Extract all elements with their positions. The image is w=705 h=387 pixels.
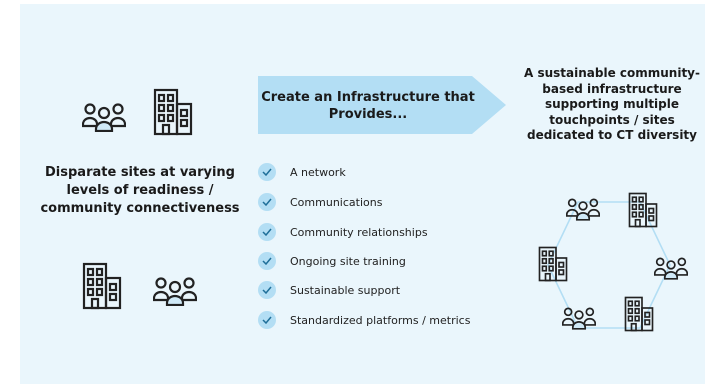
check-icon	[258, 252, 276, 270]
list-item-label: Ongoing site training	[290, 254, 406, 268]
arrow-label: Create an Infrastructure that Provides..…	[261, 90, 475, 122]
list-item-label: A network	[290, 165, 346, 179]
people-group-icon	[654, 256, 688, 280]
list-item-label: Communications	[290, 195, 383, 209]
check-icon	[258, 281, 276, 299]
people-group-icon	[566, 197, 600, 221]
check-icon	[258, 311, 276, 329]
diagram-panel	[20, 4, 705, 384]
people-group-icon	[82, 102, 126, 132]
list-item-label: Standardized platforms / metrics	[290, 313, 471, 327]
building-icon	[153, 88, 193, 136]
list-item: A network	[258, 162, 346, 182]
list-item: Communications	[258, 192, 382, 212]
arrow-shape	[258, 76, 506, 134]
check-icon	[258, 163, 276, 181]
list-item-label: Community relationships	[290, 225, 428, 239]
building-icon	[628, 192, 658, 228]
check-icon	[258, 193, 276, 211]
list-item-label: Sustainable support	[290, 283, 401, 297]
left-description: Disparate sites at varying levels of rea…	[40, 165, 240, 216]
right-description: A sustainable community-based infrastruc…	[523, 66, 700, 142]
building-icon	[82, 262, 122, 310]
building-icon	[624, 296, 654, 332]
list-item: Standardized platforms / metrics	[258, 310, 470, 330]
list-item: Ongoing site training	[258, 251, 406, 271]
list-item: Sustainable support	[258, 280, 400, 300]
building-icon	[538, 246, 568, 282]
people-group-icon	[153, 276, 197, 306]
check-icon	[258, 223, 276, 241]
people-group-icon	[562, 306, 596, 330]
list-item: Community relationships	[258, 222, 428, 242]
